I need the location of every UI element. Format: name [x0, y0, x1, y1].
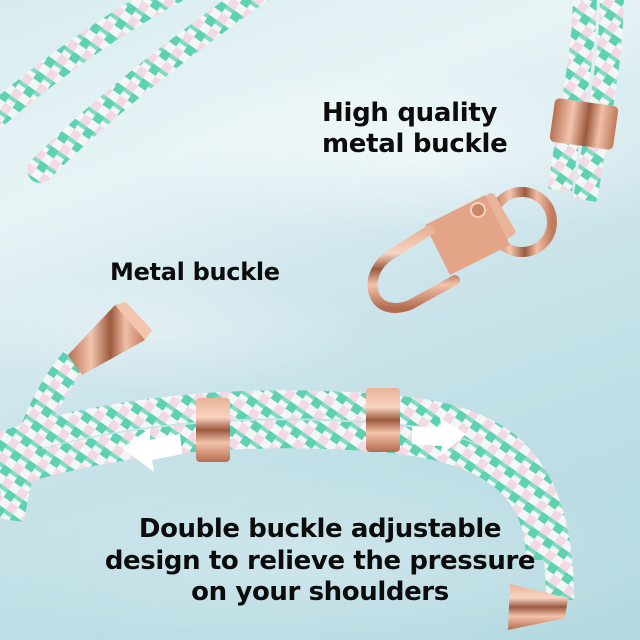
- label-line: metal buckle: [322, 128, 508, 159]
- arrow-right-icon: [412, 418, 466, 456]
- cord-top: [0, 0, 269, 183]
- caption-line: design to relieve the pressure: [104, 545, 536, 576]
- label-line: High quality: [322, 98, 498, 128]
- end-cap-left: [68, 302, 152, 375]
- double-buckle-caption: Double buckle adjustable design to relie…: [0, 514, 640, 609]
- end-cap-right: [508, 584, 568, 630]
- caption-line: on your shoulders: [191, 577, 449, 608]
- slider-buckle-right: [366, 388, 400, 452]
- caption-line: Double buckle adjustable: [138, 514, 502, 544]
- metal-buckle-label: Metal buckle: [110, 258, 280, 286]
- slider-buckle-left: [196, 398, 230, 462]
- arrow-left-icon: [122, 428, 182, 472]
- high-quality-buckle-label: High quality metal buckle: [322, 98, 508, 159]
- cord-right: [548, 0, 624, 202]
- top-slider-buckle: [549, 98, 619, 150]
- swivel-clasp: [367, 187, 557, 313]
